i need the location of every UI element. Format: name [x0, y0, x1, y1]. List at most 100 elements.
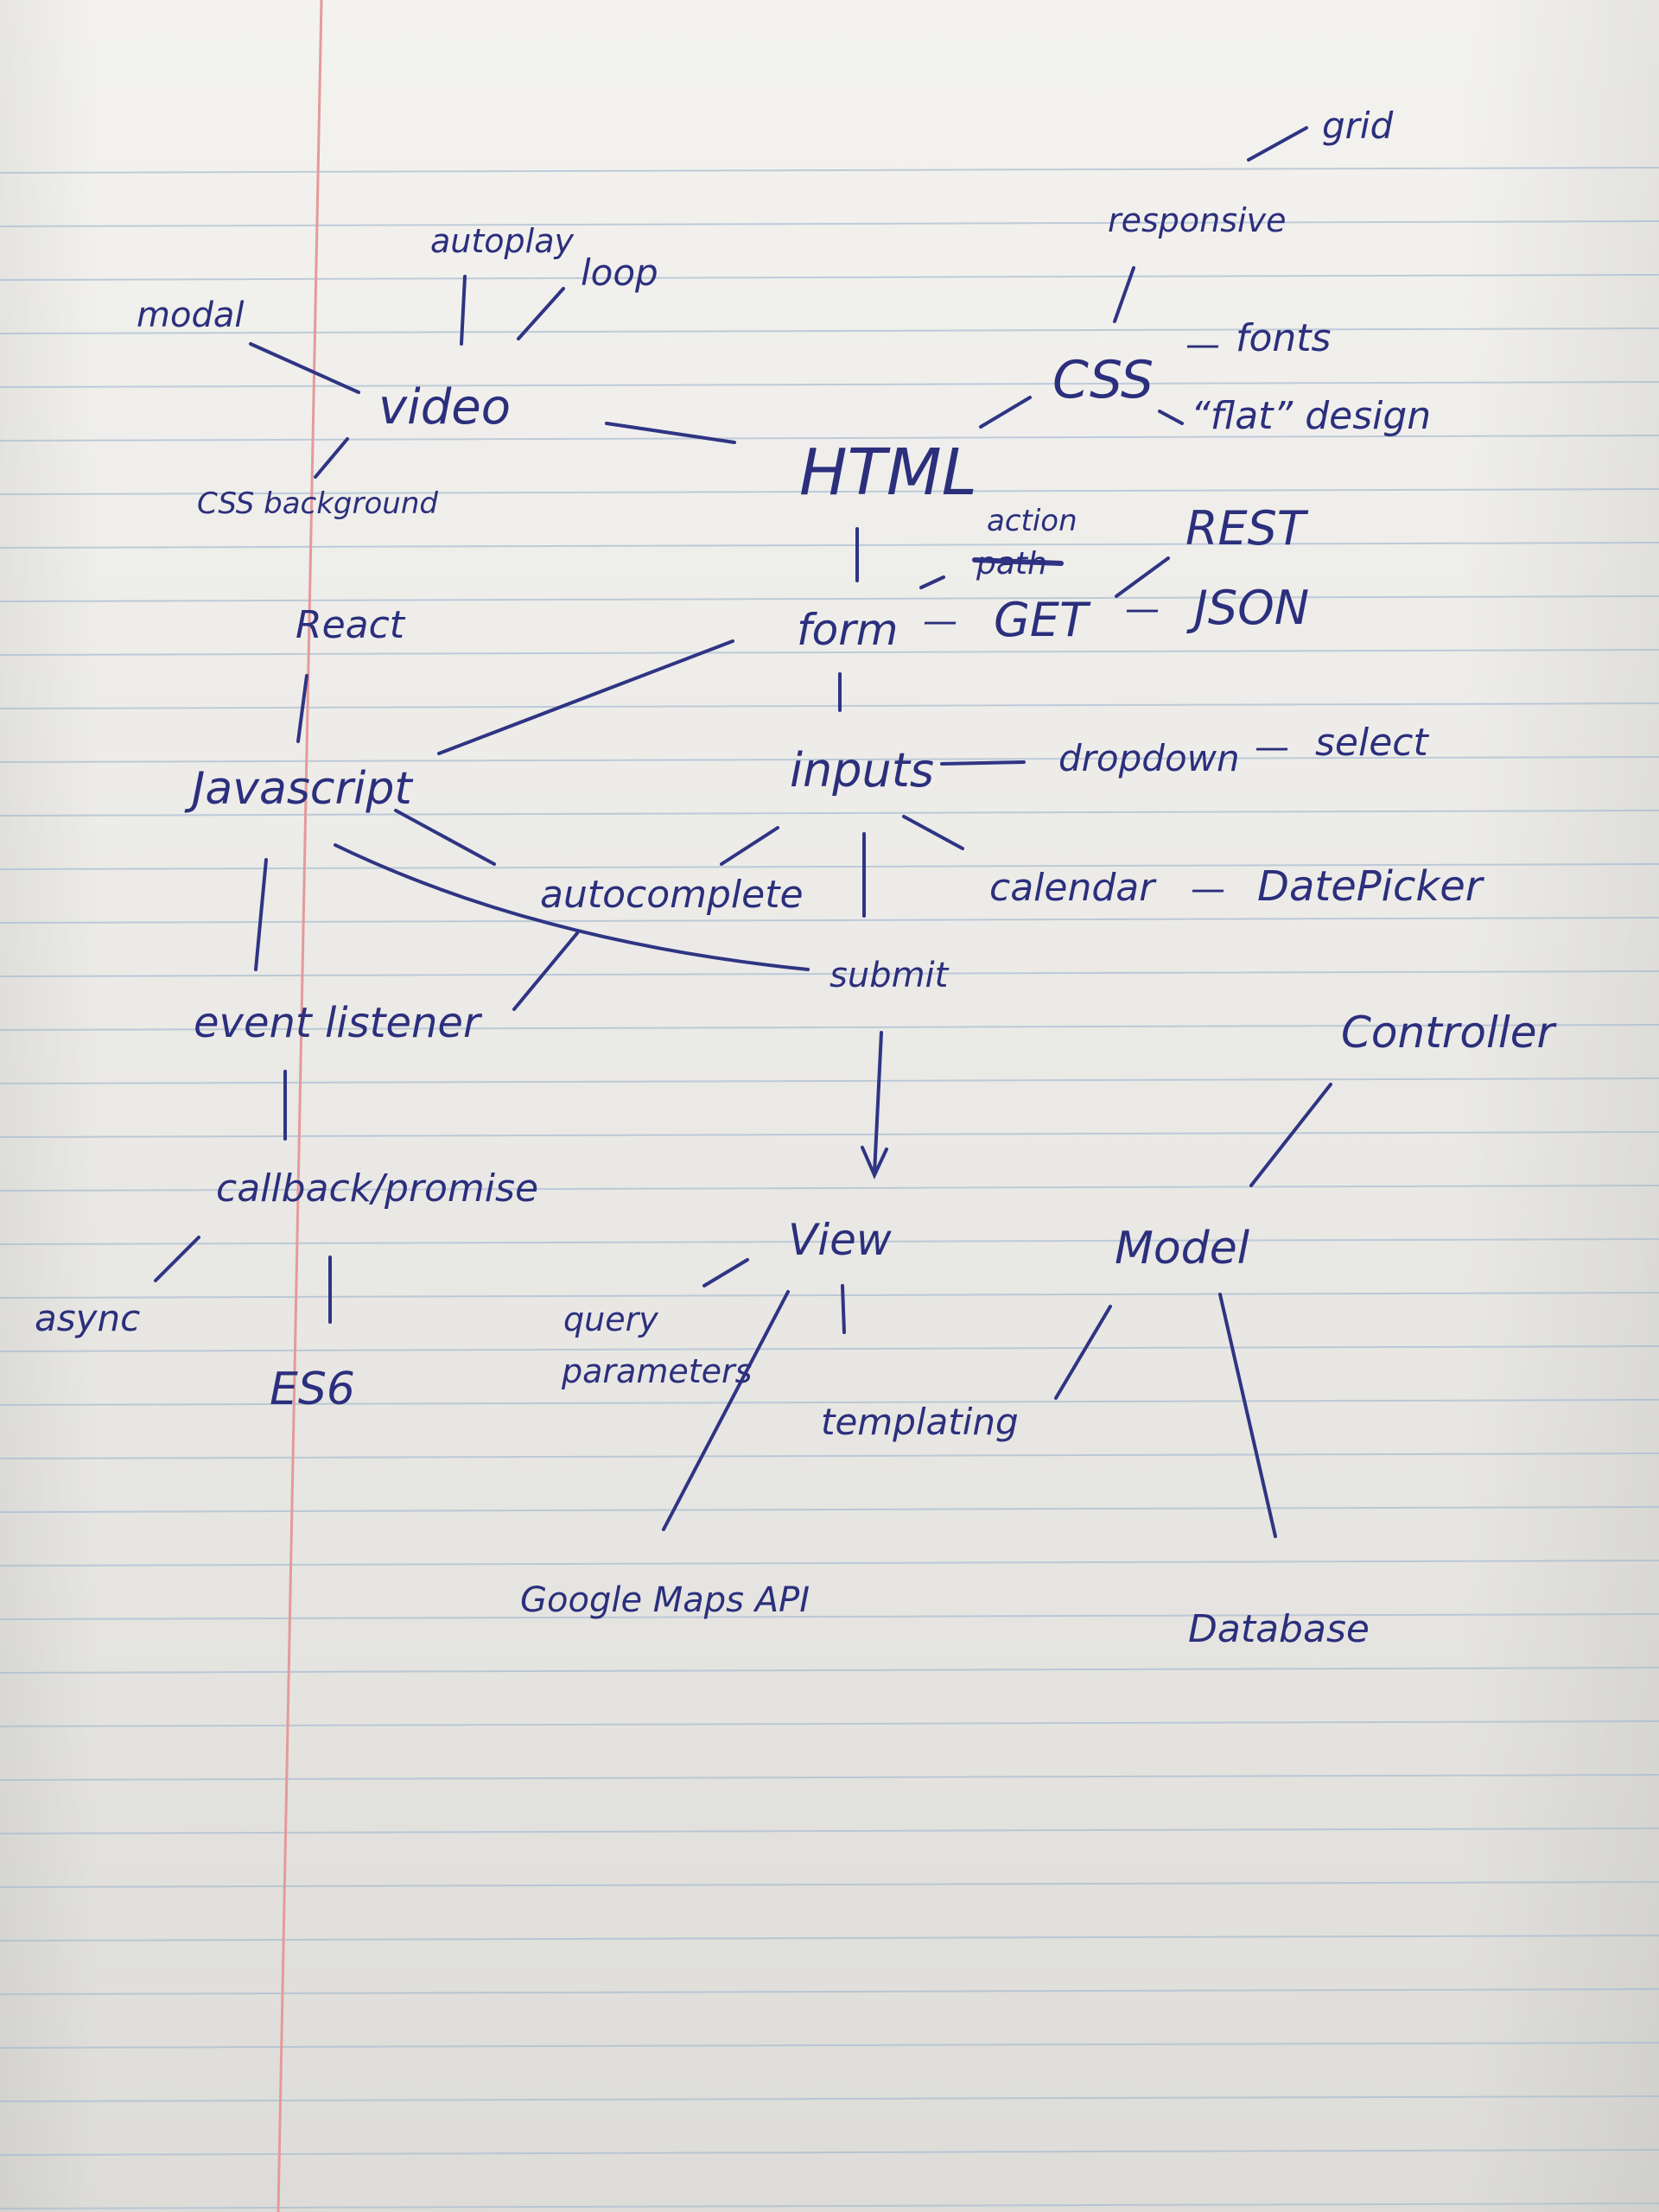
node-labels: HTML CSS fonts “flat” design responsive …	[35, 105, 1557, 1651]
rule-line	[0, 435, 1659, 442]
dash-calendar-datepicker: —	[1191, 869, 1225, 909]
node-submit: submit	[830, 956, 950, 995]
rule-line	[0, 1292, 1659, 1299]
rule-line	[0, 274, 1659, 281]
rule-line	[0, 1667, 1659, 1674]
edge-inputs-dropdown	[940, 760, 1026, 766]
arrowhead-submit-view	[861, 1146, 888, 1179]
node-action: action	[987, 504, 1077, 538]
edge-modal-video	[249, 342, 360, 394]
node-async: async	[35, 1297, 140, 1339]
node-select: select	[1315, 721, 1429, 765]
rule-line	[0, 702, 1659, 709]
rule-line	[0, 1827, 1659, 1834]
edge-inputs-calendar	[902, 815, 964, 850]
rule-line	[0, 595, 1659, 602]
rule-line	[0, 1613, 1659, 1620]
node-google-maps-api: Google Maps API	[520, 1580, 810, 1620]
strike-through-path	[972, 557, 1064, 566]
node-autocomplete: autocomplete	[540, 873, 804, 917]
node-calendar: calendar	[989, 866, 1157, 910]
node-path-struck: path	[976, 546, 1047, 582]
edge-loop-video	[517, 287, 565, 340]
rule-line	[0, 488, 1659, 495]
rule-line	[0, 1238, 1659, 1245]
node-database: Database	[1188, 1607, 1370, 1651]
edge-inputs-autocomplete	[720, 826, 779, 866]
node-event-listener: event listener	[194, 999, 483, 1047]
dash-css-fonts: —	[1185, 325, 1220, 365]
node-callback-promise: callback/promise	[216, 1166, 538, 1211]
node-autoplay: autoplay	[430, 222, 574, 260]
edge-autocomplete-eventlistener	[512, 931, 579, 1011]
edge-form-action	[919, 575, 945, 589]
edge-react-javascript	[296, 674, 308, 743]
edge-autoplay-video	[460, 275, 467, 346]
rule-line	[0, 2149, 1659, 2156]
edge-model-templating	[1054, 1305, 1112, 1400]
rule-line	[0, 1506, 1659, 1513]
dash-connectors: — — — — —	[923, 325, 1289, 909]
rule-line	[0, 1774, 1659, 1781]
node-flat-design: “flat” design	[1191, 394, 1431, 438]
margin-line	[276, 0, 323, 2212]
node-datepicker: DatePicker	[1257, 862, 1485, 911]
node-grid: grid	[1322, 105, 1394, 147]
dash-form-get: —	[923, 601, 957, 641]
edge-view-googlemaps	[662, 1290, 790, 1531]
node-html: HTML	[799, 435, 977, 510]
rule-line	[0, 1131, 1659, 1138]
node-model: Model	[1115, 1223, 1250, 1274]
edge-html-css	[979, 396, 1032, 429]
node-loop: loop	[581, 251, 658, 294]
node-get: GET	[994, 593, 1091, 647]
edge-responsive-grid	[1247, 126, 1308, 162]
rule-line	[0, 381, 1659, 388]
rule-line	[0, 1881, 1659, 1888]
rule-line	[0, 1077, 1659, 1084]
rule-lines	[0, 167, 1659, 2209]
rule-line	[0, 1988, 1659, 1995]
edge-form-javascript	[437, 639, 734, 755]
node-view: View	[788, 1215, 892, 1265]
rule-line	[0, 970, 1659, 977]
rule-line	[0, 220, 1659, 227]
rule-line	[0, 167, 1659, 174]
node-css-background: CSS background	[197, 486, 438, 521]
node-parameters: parameters	[561, 1352, 752, 1390]
edge-view-templating	[841, 1284, 846, 1334]
edge-css-responsive	[1113, 266, 1135, 323]
edge-model-database	[1218, 1293, 1277, 1538]
edge-view-query	[702, 1258, 749, 1287]
edge-controller-model	[1249, 1083, 1332, 1187]
edge-javascript-submit	[334, 843, 810, 971]
node-fonts: fonts	[1236, 316, 1331, 360]
rule-line	[0, 917, 1659, 924]
dash-dropdown-select: —	[1255, 728, 1289, 767]
node-es6: ES6	[270, 1363, 355, 1415]
edge-video-html	[605, 422, 736, 444]
node-json: JSON	[1186, 581, 1309, 635]
rule-line	[0, 2095, 1659, 2102]
rule-line	[0, 756, 1659, 763]
edge-callback-async	[154, 1236, 200, 1282]
node-templating: templating	[821, 1401, 1019, 1443]
dash-get-json: —	[1125, 589, 1160, 629]
rule-line	[0, 1935, 1659, 1942]
node-responsive: responsive	[1108, 201, 1286, 239]
node-react: React	[296, 603, 406, 647]
node-dropdown: dropdown	[1058, 737, 1240, 779]
node-query: query	[563, 1300, 658, 1338]
rule-line	[0, 1452, 1659, 1459]
node-modal: modal	[137, 296, 244, 335]
node-javascript: Javascript	[184, 763, 413, 815]
connectors	[154, 126, 1332, 1538]
edge-submit-view	[873, 1031, 883, 1175]
node-form: form	[797, 605, 898, 655]
node-inputs: inputs	[790, 743, 934, 798]
edge-javascript-autocomplete	[394, 809, 496, 866]
rule-line	[0, 863, 1659, 870]
rule-line	[0, 327, 1659, 334]
rule-line	[0, 1399, 1659, 1406]
